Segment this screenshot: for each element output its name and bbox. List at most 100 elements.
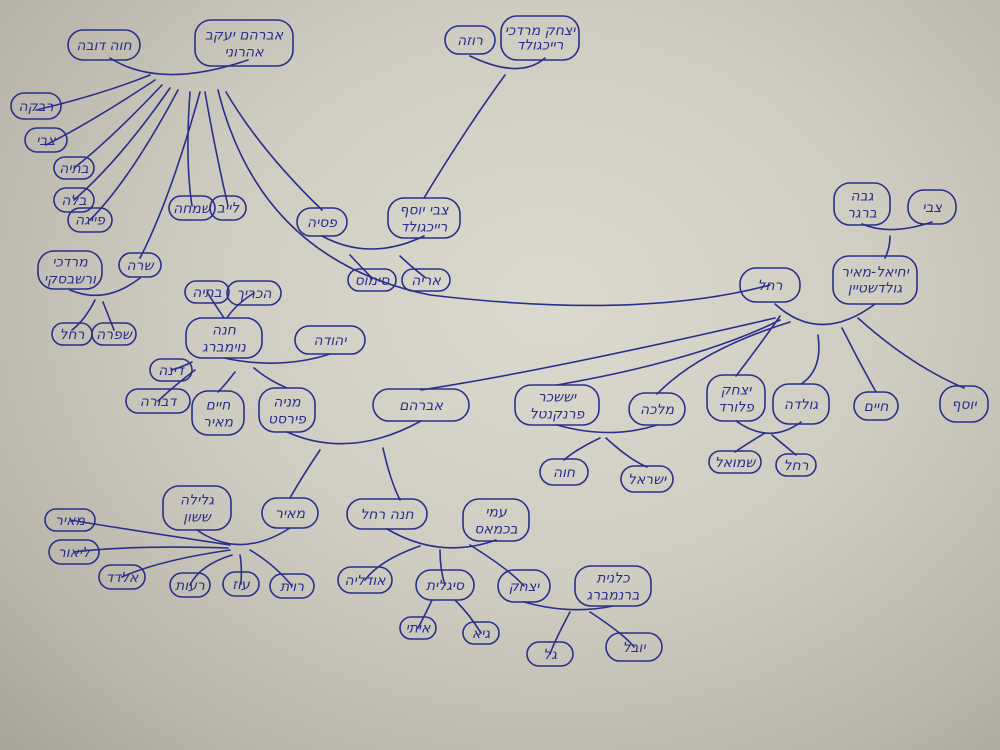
- person-node: יובל: [605, 632, 663, 662]
- tree-link: [884, 235, 891, 259]
- person-name-label: רבקה: [18, 99, 53, 115]
- tree-link: [420, 317, 776, 391]
- person-node: הכריך: [226, 280, 282, 306]
- person-node: מלכה: [628, 392, 686, 426]
- tree-link: [89, 89, 179, 221]
- tree-link: [102, 301, 115, 331]
- person-node-outline: [37, 250, 103, 290]
- person-node-outline: [387, 197, 461, 239]
- tree-link: [556, 424, 658, 434]
- person-name-label: חנה רחל: [360, 507, 414, 523]
- person-node: בתיה: [184, 280, 230, 304]
- person-name-label: יצחק: [509, 579, 540, 595]
- person-node-outline: [48, 539, 100, 565]
- person-name-label: בתיה: [192, 285, 222, 301]
- person-node-outline: [832, 255, 918, 305]
- tree-link: [423, 74, 506, 199]
- person-node: פסיה: [296, 207, 348, 237]
- tree-link: [223, 353, 331, 364]
- tree-link: [69, 519, 231, 546]
- person-node: איתי: [399, 616, 437, 640]
- person-name-label: גיא: [472, 626, 490, 642]
- person-node-outline: [118, 252, 162, 278]
- person-node-outline: [162, 485, 232, 531]
- tree-link: [35, 74, 151, 111]
- person-name-label: מאיר: [275, 506, 305, 522]
- person-name-label: מלכה: [640, 402, 675, 418]
- person-node-outline: [574, 565, 652, 607]
- tree-link: [439, 549, 446, 586]
- tree-link: [605, 437, 648, 468]
- person-node-outline: [462, 621, 500, 645]
- person-node-outline: [415, 569, 475, 601]
- person-node-outline: [628, 392, 686, 426]
- tree-link: [121, 549, 231, 578]
- person-node: גולדה: [772, 383, 830, 425]
- tree-link: [225, 91, 323, 211]
- person-node: שרה: [118, 252, 162, 278]
- tree-link: [364, 545, 421, 581]
- person-node-outline: [708, 450, 762, 474]
- person-node-outline: [209, 195, 247, 221]
- person-node: שפרה: [91, 322, 137, 346]
- person-node: יהודה: [294, 325, 366, 355]
- person-name-label: חוה דובה: [76, 38, 132, 54]
- person-node-outline: [98, 564, 146, 590]
- tree-link: [139, 91, 201, 259]
- person-node: גל: [526, 641, 574, 667]
- person-node-outline: [605, 632, 663, 662]
- tree-link: [196, 527, 291, 546]
- person-node-outline: [10, 92, 62, 120]
- person-node-outline: [399, 616, 437, 640]
- person-name-label: סימוס: [355, 273, 391, 289]
- person-node: רחל: [775, 453, 817, 477]
- person-node-outline: [337, 566, 393, 594]
- person-node-outline: [296, 207, 348, 237]
- tree-link: [563, 437, 601, 461]
- person-node-outline: [226, 280, 282, 306]
- person-name-label: סיגלית: [426, 578, 465, 594]
- person-node: רוזה: [444, 25, 496, 55]
- person-node-outline: [53, 156, 95, 180]
- person-node: אברהם: [372, 388, 470, 422]
- person-node-outline: [191, 390, 245, 436]
- tree-link: [549, 611, 571, 655]
- person-node-outline: [853, 391, 899, 421]
- person-name-label: מאיר: [55, 513, 85, 529]
- tree-link: [73, 84, 163, 169]
- tree-link: [217, 89, 431, 296]
- person-node: יצחק: [497, 569, 551, 603]
- person-node-outline: [149, 358, 193, 382]
- person-node: יוסף: [939, 385, 989, 423]
- tree-link: [382, 447, 401, 501]
- tree-link: [771, 434, 797, 456]
- person-name-label: איתי: [406, 620, 431, 636]
- person-node: אלדד: [98, 564, 146, 590]
- person-node: חוה: [539, 458, 589, 486]
- tree-link: [286, 420, 422, 445]
- tree-link: [45, 79, 156, 146]
- tree-link: [253, 367, 288, 389]
- person-node-outline: [514, 384, 600, 426]
- person-node: רחל: [51, 322, 93, 346]
- tree-link: [734, 432, 766, 453]
- person-node-outline: [772, 383, 830, 425]
